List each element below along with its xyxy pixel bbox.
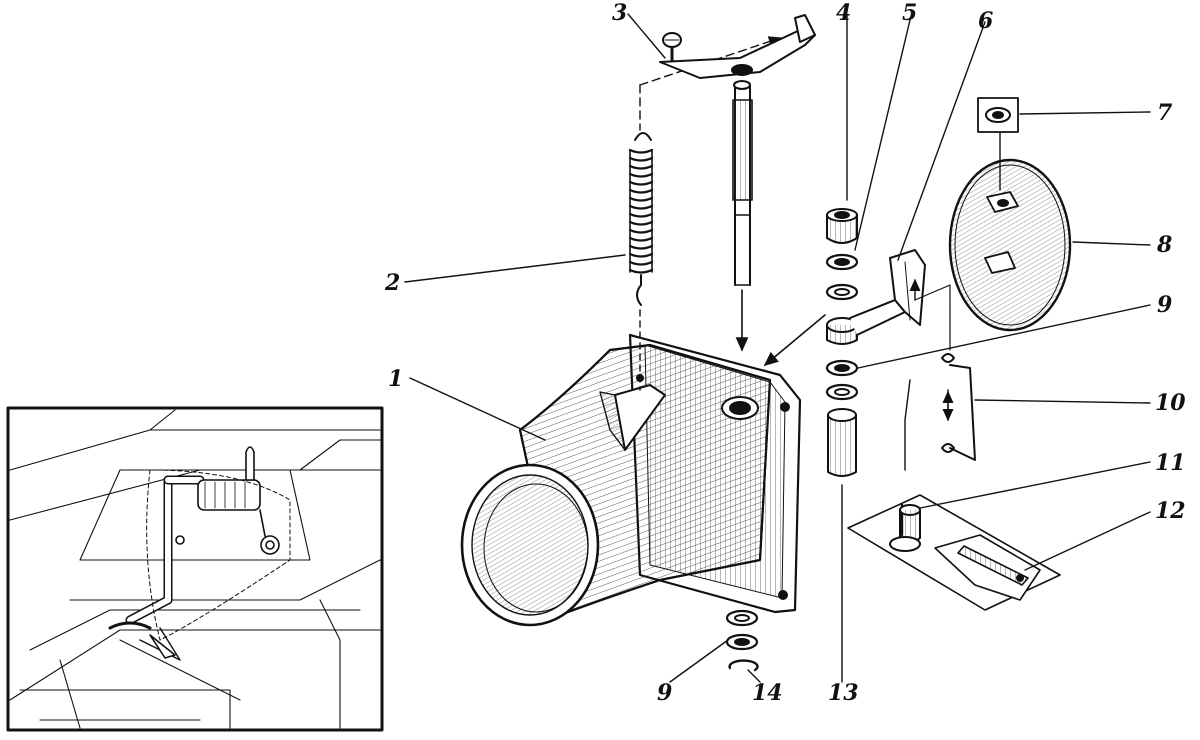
pin-part-11 — [889, 503, 921, 552]
slot-bracket-part-12 — [934, 534, 1041, 601]
rod-part-10 — [904, 353, 976, 471]
callout-5: 5 — [902, 0, 917, 26]
callout-4: 4 — [836, 0, 851, 26]
bushing-part-4 — [826, 208, 858, 244]
circlip-part-14 — [728, 659, 759, 672]
callout-3: 3 — [612, 0, 627, 26]
callout-14: 14 — [752, 680, 783, 706]
callout-12: 12 — [1155, 498, 1186, 524]
sleeve-part-13 — [827, 408, 857, 477]
lever-shaft-part-3 — [659, 14, 816, 352]
washer-upper — [825, 283, 859, 301]
washer-part-9-upper — [825, 359, 859, 377]
washer-part-5 — [825, 253, 859, 271]
washer-part-9-lower — [725, 609, 759, 651]
location-inset — [6, 406, 384, 732]
insertion-arrow — [763, 314, 826, 367]
washer-lower — [825, 383, 859, 401]
callout-9b: 9 — [657, 680, 672, 706]
callout-9a: 9 — [1157, 292, 1172, 318]
leader-lines — [404, 13, 1151, 683]
callout-13: 13 — [828, 680, 859, 706]
callout-7: 7 — [1157, 100, 1173, 126]
callout-11: 11 — [1155, 450, 1186, 476]
callout-2: 2 — [384, 270, 400, 296]
callout-labels: 1 2 3 4 5 6 7 8 9 9 10 11 12 13 14 — [384, 0, 1186, 706]
nut-part-7 — [977, 97, 1019, 133]
callout-10: 10 — [1155, 390, 1186, 416]
callout-1: 1 — [388, 366, 403, 392]
callout-8: 8 — [1156, 232, 1172, 258]
lever-arm-part-6 — [826, 249, 951, 351]
spring-part-2 — [628, 36, 782, 391]
housing-part-1 — [460, 333, 802, 627]
callout-6: 6 — [978, 8, 993, 34]
disc-part-8 — [948, 129, 1072, 332]
